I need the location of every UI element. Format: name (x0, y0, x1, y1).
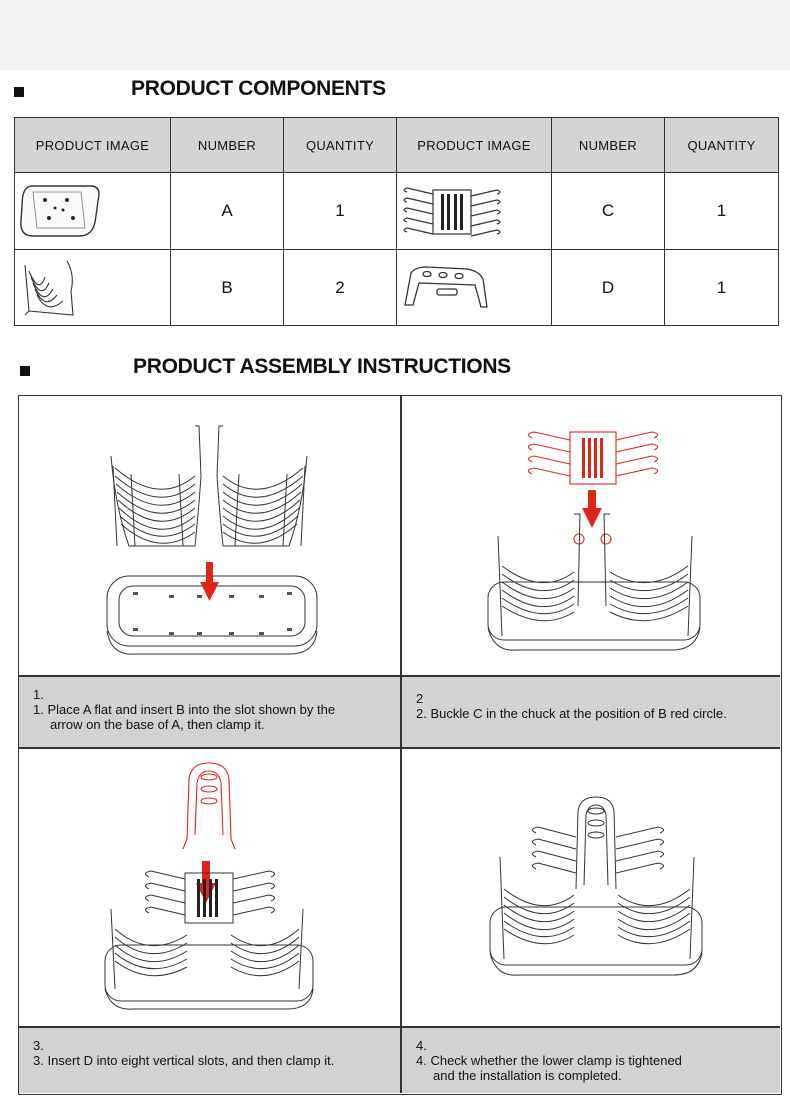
section-bullet (20, 366, 30, 376)
step-index: 2 (416, 691, 424, 706)
step-1-caption: 1. 1. Place A flat and insert B into the… (19, 677, 400, 747)
step-4-caption: 4. 4. Check whether the lower clamp is t… (402, 1028, 780, 1093)
grid-divider (19, 1026, 780, 1028)
component-number: B (170, 249, 284, 326)
header-product-image: PRODUCT IMAGE (396, 117, 552, 173)
step-index: 4. (416, 1038, 427, 1053)
top-band (0, 0, 790, 70)
header-number: NUMBER (170, 117, 284, 173)
step-4-illustration (402, 749, 780, 1026)
header-quantity: QUANTITY (664, 117, 779, 173)
header-number: NUMBER (551, 117, 665, 173)
top-clamp-icon (396, 249, 552, 326)
component-quantity: 1 (664, 249, 779, 326)
table-row: B 2 D 1 (14, 249, 779, 326)
step-text: 3. Insert D into eight vertical slots, a… (33, 1053, 335, 1068)
components-table: PRODUCT IMAGE NUMBER QUANTITY PRODUCT IM… (14, 117, 779, 326)
step-3-caption: 3. 3. Insert D into eight vertical slots… (19, 1028, 400, 1093)
section-bullet (14, 87, 24, 97)
base-tray-icon (14, 172, 171, 250)
component-number: C (551, 172, 665, 250)
table-header-row: PRODUCT IMAGE NUMBER QUANTITY PRODUCT IM… (14, 117, 779, 173)
plate-rack-icon (14, 249, 171, 326)
component-number: A (170, 172, 284, 250)
clip-rack-icon (396, 172, 552, 250)
assembly-steps-grid: 1. 1. Place A flat and insert B into the… (18, 395, 782, 1095)
step-text: 1. Place A flat and insert B into the sl… (33, 702, 336, 717)
header-product-image: PRODUCT IMAGE (14, 117, 171, 173)
step-text: 4. Check whether the lower clamp is tigh… (416, 1053, 682, 1068)
component-quantity: 1 (283, 172, 397, 250)
step-index: 1. (33, 687, 44, 702)
step-1-illustration (19, 396, 400, 675)
component-quantity: 1 (664, 172, 779, 250)
step-text: arrow on the base of A, then clamp it. (50, 717, 265, 732)
component-quantity: 2 (283, 249, 397, 326)
step-text: 2. Buckle C in the chuck at the position… (416, 706, 727, 721)
grid-divider (400, 396, 402, 1093)
components-title: PRODUCT COMPONENTS (131, 77, 386, 100)
step-2-caption: 2 2. Buckle C in the chuck at the positi… (402, 677, 780, 747)
table-row: A 1 C 1 (14, 172, 779, 250)
assembly-title: PRODUCT ASSEMBLY INSTRUCTIONS (133, 355, 511, 378)
header-quantity: QUANTITY (283, 117, 397, 173)
grid-divider (19, 675, 780, 677)
step-3-illustration (19, 749, 400, 1026)
step-text: and the installation is completed. (433, 1068, 622, 1083)
step-index: 3. (33, 1038, 44, 1053)
grid-divider (19, 747, 780, 749)
component-number: D (551, 249, 665, 326)
step-2-illustration (402, 396, 780, 675)
